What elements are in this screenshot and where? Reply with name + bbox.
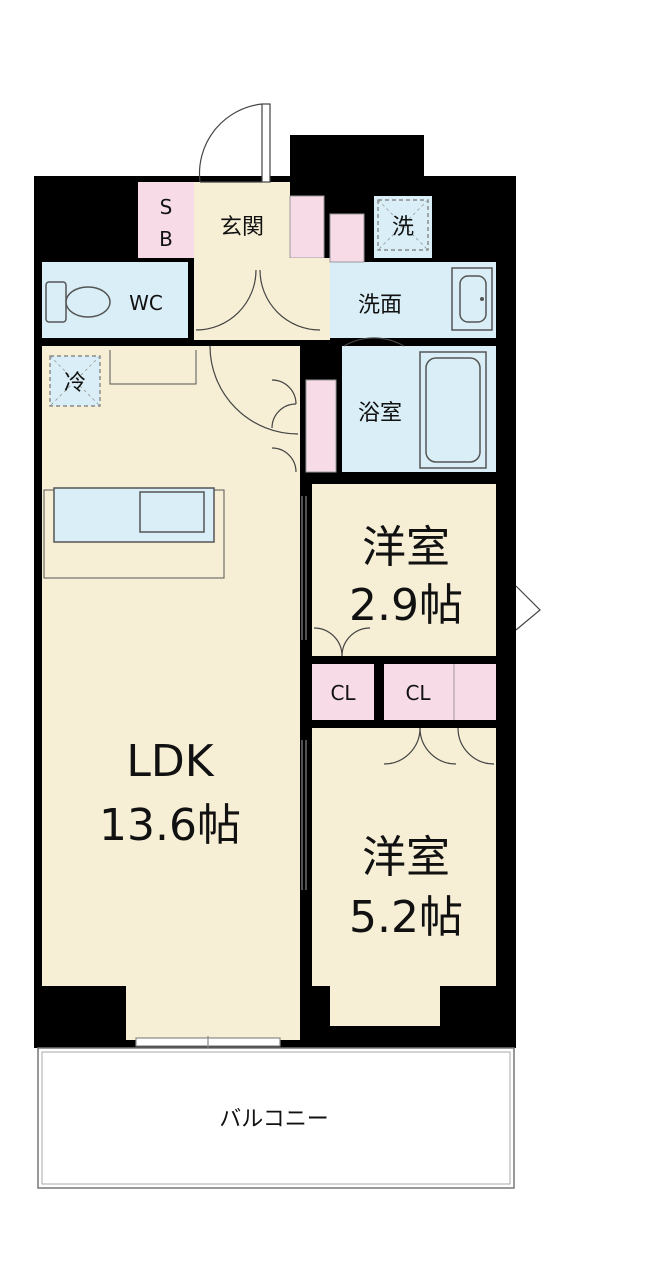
sb-label-line2: B — [159, 227, 173, 251]
fridge-label: 冷 — [64, 371, 86, 396]
bathtub-icon — [419, 351, 487, 469]
entrance-floor — [194, 182, 290, 258]
closet2-floor — [384, 664, 496, 720]
washer-space — [377, 199, 429, 251]
toilet-icon — [45, 281, 111, 323]
bedroom2-size: 5.2帖 — [349, 892, 463, 943]
washroom-label: 洗面 — [358, 293, 402, 318]
bedroom1-size: 2.9帖 — [349, 580, 463, 631]
ldk-size: 13.6帖 — [99, 800, 241, 851]
entrance-label: 玄関 — [220, 215, 264, 240]
bedroom2-name: 洋室 — [362, 832, 450, 883]
wc-label: WC — [129, 291, 163, 315]
closet1-floor — [312, 664, 374, 720]
bedroom1-floor — [312, 484, 496, 656]
sink-icon — [451, 267, 493, 331]
entrance-shoe-cabinet — [289, 195, 325, 259]
balcony-area — [37, 1047, 515, 1189]
bedroom1-name: 洋室 — [362, 522, 450, 573]
washer-label: 洗 — [392, 215, 414, 240]
closet1-label: CL — [330, 681, 356, 705]
sb-label-line1: S — [160, 195, 173, 219]
sliding-partitions — [135, 496, 307, 1048]
ldk-floor-lower — [126, 986, 300, 1040]
ldk-floor — [42, 346, 300, 986]
ldk-name: LDK — [126, 736, 214, 787]
hall-storage — [305, 379, 337, 473]
linen-storage — [329, 213, 365, 263]
closet2-label: CL — [405, 681, 431, 705]
bedroom2-floor — [312, 728, 496, 986]
fridge-space — [49, 355, 101, 407]
bath-label: 浴室 — [358, 401, 402, 426]
sb-floor — [138, 182, 194, 258]
kitchen-counter — [43, 487, 225, 579]
bedroom2-floor-lower — [330, 986, 440, 1026]
balcony-label: バルコニー — [219, 1107, 329, 1132]
